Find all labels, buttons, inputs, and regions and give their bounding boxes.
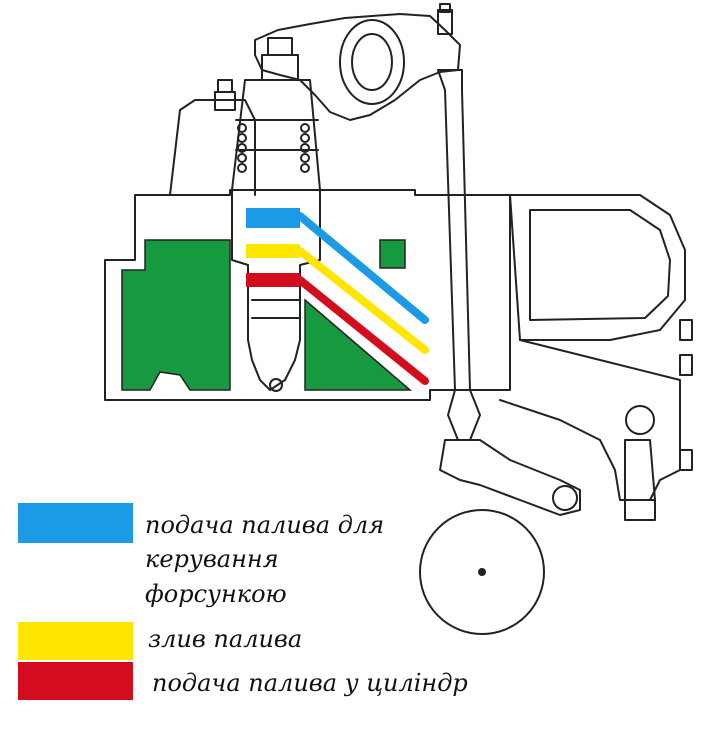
drain-chamber	[246, 244, 300, 258]
housing-cavity-right	[304, 298, 413, 391]
legend-label-control-supply-line3: форсункою	[145, 580, 287, 608]
push-rod	[437, 69, 481, 441]
rocker-arm	[254, 13, 461, 121]
cam-lobe	[419, 509, 545, 635]
injector-body	[231, 79, 321, 391]
housing-cavities	[121, 239, 413, 391]
legend-label-control-supply-line1: подача палива для	[145, 511, 385, 539]
legend-swatch-cylinder-supply	[18, 662, 133, 700]
cylinder-head-outline	[104, 189, 511, 401]
rocker-shaft	[339, 19, 405, 105]
housing-cavity-left	[121, 239, 231, 391]
legend-label-cylinder-supply: подача палива у циліндр	[152, 669, 468, 697]
legend-label-drain: злив палива	[148, 625, 303, 653]
legend-swatch-drain	[18, 622, 133, 660]
legend-label-control-supply-line2: керування	[145, 545, 279, 573]
legend-swatch-control-supply	[18, 503, 133, 543]
camshaft-housing	[509, 194, 686, 341]
housing-cavity-top-right	[379, 239, 406, 269]
cylinder-supply-chamber	[246, 273, 300, 287]
control-supply-chamber	[246, 208, 300, 228]
injector-spring-right	[300, 123, 310, 173]
roller-follower-arm	[439, 439, 581, 516]
injector-spring-left	[237, 123, 247, 173]
